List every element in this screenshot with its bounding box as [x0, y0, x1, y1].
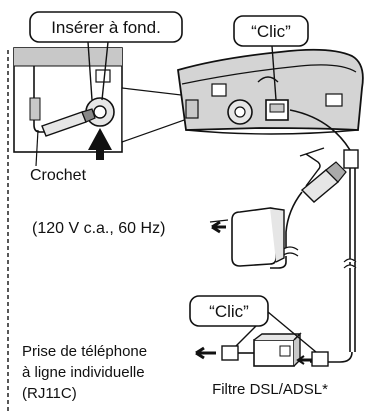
filter-line-plug: [296, 351, 329, 367]
dsl-filter: [253, 332, 302, 367]
callout-insert: Insérer à fond.: [29, 11, 183, 101]
inset-detail: [13, 47, 123, 160]
callout-clic-top: “Clic”: [233, 15, 309, 101]
hook-label: Crochet: [30, 167, 87, 184]
callout-clic-top-text: “Clic”: [251, 22, 291, 41]
callout-clic-bottom: “Clic”: [189, 295, 317, 353]
push-arrow-icon: [88, 128, 112, 160]
power-arrow-icon: [211, 220, 226, 234]
jack-label-line1: Prise de téléphone: [22, 343, 147, 360]
hook-leader: [35, 129, 39, 167]
hook-shape: [33, 66, 44, 133]
callout-insert-text: Insérer à fond.: [51, 18, 161, 37]
callout-clic-bottom-text: “Clic”: [209, 302, 249, 321]
power-label: (120 V c.a., 60 Hz): [32, 220, 165, 237]
telephone-line-cord: [289, 109, 359, 363]
ac-adaptor-plug: [299, 147, 347, 203]
jack-arrow-icon: [195, 346, 216, 360]
wall-line-plug: [221, 345, 254, 361]
base-unit: [177, 48, 364, 135]
jack-label-line3: (RJ11C): [22, 385, 77, 402]
zoom-connector: [121, 87, 191, 143]
filter-label: Filtre DSL/ADSL*: [212, 381, 328, 398]
ac-adaptor: [209, 207, 285, 267]
jack-label-line2: à ligne individuelle: [22, 364, 145, 381]
